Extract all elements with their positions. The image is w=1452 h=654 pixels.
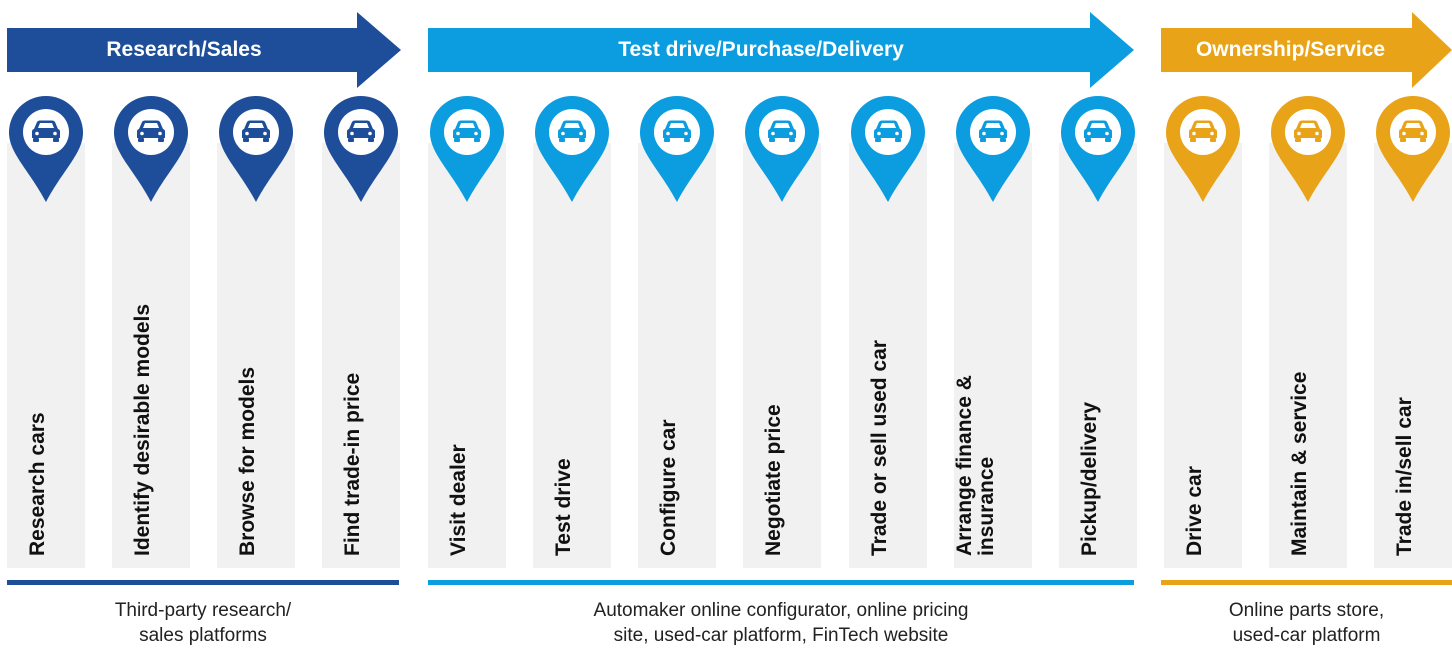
car-icon (558, 120, 586, 142)
step-label-text: Pickup/delivery (1078, 401, 1101, 556)
step-label-text: Browse for models (236, 366, 259, 556)
step-column-background (7, 143, 85, 568)
car-icon (347, 120, 375, 142)
map-pin-icon (1374, 94, 1452, 204)
step-column-background (849, 143, 927, 568)
source-line: sales platforms (139, 625, 267, 646)
step-label-text: Trade or sell used car (868, 340, 891, 556)
source-line: used-car platform (1232, 625, 1381, 646)
phase-title-research-sales: Research/Sales (106, 38, 262, 61)
step-label-text: Identify desirable models (131, 303, 154, 556)
baseline-test-drive-purchase-delivery (428, 580, 1134, 585)
baseline-ownership-service (1161, 580, 1452, 585)
step-column-background (533, 143, 611, 568)
step-column-background (112, 143, 190, 568)
source-line: Third-party research/ (114, 600, 292, 621)
step-label-text: Test drive (552, 458, 575, 556)
map-pin-icon (1164, 94, 1242, 204)
step-column: Trade or sell used car (849, 0, 927, 654)
step-label-line: Arrange finance & (953, 375, 976, 556)
step-label-text: Find trade-in price (341, 372, 364, 556)
car-icon (453, 120, 481, 142)
step-label-text: Visit dealer (447, 444, 470, 556)
arrow-shape (7, 12, 401, 88)
map-pin-icon (7, 94, 85, 204)
step-column-background (1164, 143, 1242, 568)
map-pin-icon (849, 94, 927, 204)
source-test-drive-purchase-delivery: Automaker online configurator, online pr… (428, 598, 1134, 648)
map-pin-icon (428, 94, 506, 204)
source-line: Automaker online configurator, online pr… (593, 600, 969, 621)
step-label-text: Trade in/sell car (1393, 397, 1416, 556)
car-icon (242, 120, 270, 142)
map-pin-icon (1059, 94, 1137, 204)
step-column-background (743, 143, 821, 568)
car-icon (1084, 120, 1112, 142)
step-label-text: Configure car (657, 419, 680, 556)
phase-title-ownership-service: Ownership/Service (1195, 38, 1386, 61)
step-column-background (638, 143, 716, 568)
car-icon (1189, 120, 1217, 142)
car-icon (32, 120, 60, 142)
step-column: Drive car (1164, 0, 1242, 654)
step-column-background (217, 143, 295, 568)
baseline-research-sales (7, 580, 399, 585)
step-column-background (428, 143, 506, 568)
step-column: Pickup/delivery (1059, 0, 1137, 654)
phase-title-test-drive-purchase-delivery: Test drive/Purchase/Delivery (618, 38, 904, 61)
step-column: Browse for models (217, 0, 295, 654)
step-column-background (1059, 143, 1137, 568)
step-column: Configure car (638, 0, 716, 654)
step-column-background (1374, 143, 1452, 568)
car-icon (874, 120, 902, 142)
step-column-background (322, 143, 400, 568)
car-icon (663, 120, 691, 142)
source-line: Online parts store, (1228, 600, 1385, 621)
step-column: Research cars (7, 0, 85, 654)
car-icon (137, 120, 165, 142)
step-label-text: Drive car (1183, 466, 1206, 556)
map-pin-icon (1269, 94, 1347, 204)
map-pin-icon (954, 94, 1032, 204)
step-column: Maintain & service (1269, 0, 1347, 654)
step-column: Identify desirable models (112, 0, 190, 654)
source-line: site, used-car platform, FinTech website (613, 625, 949, 646)
step-label-text: Maintain & service (1288, 371, 1311, 556)
phase-arrow-test-drive-purchase-delivery: Test drive/Purchase/Delivery (428, 12, 1134, 88)
map-pin-icon (217, 94, 295, 204)
step-column: Visit dealer (428, 0, 506, 654)
step-column: Negotiate price (743, 0, 821, 654)
step-column: Arrange finance &insurance (953, 0, 1032, 654)
car-icon (1399, 120, 1427, 142)
phase-arrow-research-sales: Research/Sales (7, 12, 401, 88)
step-column: Trade in/sell car (1374, 0, 1452, 654)
phase-arrow-ownership-service: Ownership/Service (1161, 12, 1452, 88)
step-column: Test drive (533, 0, 611, 654)
source-research-sales: Third-party research/ sales platforms (7, 598, 399, 648)
map-pin-icon (322, 94, 400, 204)
map-pin-icon (638, 94, 716, 204)
step-label-text: Research cars (26, 412, 49, 556)
step-column-background (954, 143, 1032, 568)
step-column-background (1269, 143, 1347, 568)
source-ownership-service: Online parts store, used-car platform (1161, 598, 1452, 648)
car-icon (768, 120, 796, 142)
step-label-line: insurance (975, 456, 998, 556)
map-pin-icon (112, 94, 190, 204)
map-pin-icon (743, 94, 821, 204)
arrow-shape (428, 12, 1134, 88)
step-label-text: Negotiate price (762, 404, 785, 556)
car-icon (979, 120, 1007, 142)
step-column: Find trade-in price (322, 0, 400, 654)
map-pin-icon (533, 94, 611, 204)
arrow-shape (1161, 12, 1452, 88)
car-icon (1294, 120, 1322, 142)
